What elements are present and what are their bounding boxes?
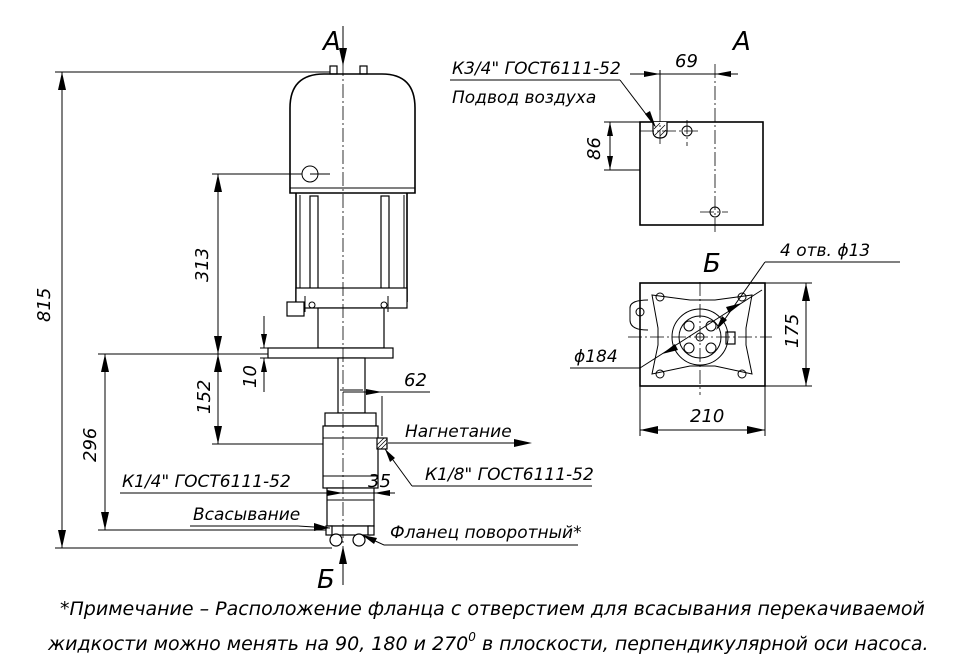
view-a-title: А xyxy=(731,27,751,57)
dim-35: 35 xyxy=(368,471,391,492)
dim-62: 62 xyxy=(404,370,427,391)
view-a-plan: А 69 86 К3/4" ГОСТ6111-52 Подвод воз xyxy=(450,27,764,232)
dim-phi184: ϕ184 xyxy=(574,347,618,367)
note-line-2: жидкости можно менять на 90, 180 и 2700 … xyxy=(47,630,929,655)
dim-296: 296 xyxy=(80,428,101,462)
suction-thread-label: К1/4" ГОСТ6111-52 xyxy=(122,472,291,492)
dim-69: 69 xyxy=(675,51,698,72)
flange-label: Фланец поворотный* xyxy=(390,523,582,543)
note-block: *Примечание – Расположение фланца с отве… xyxy=(47,598,929,655)
air-supply-label: Подвод воздуха xyxy=(452,88,596,108)
front-dimensions: 815 313 152 10 296 62 xyxy=(34,71,430,549)
dim-10: 10 xyxy=(240,365,261,388)
note-line-2-end: в плоскости, перпендикулярной оси насоса… xyxy=(476,633,929,655)
dim-313: 313 xyxy=(192,248,213,282)
holes-label: 4 отв. ϕ13 xyxy=(780,241,870,261)
pump-front-view xyxy=(267,62,416,565)
section-b-label: Б xyxy=(317,565,335,595)
dim-total-height: 815 xyxy=(34,288,55,322)
note-line-1: *Примечание – Расположение фланца с отве… xyxy=(60,598,925,620)
note-degree: 0 xyxy=(468,630,476,644)
dim-210: 210 xyxy=(690,406,724,427)
suction-label: Всасывание xyxy=(193,505,300,525)
section-a-label: А xyxy=(321,27,341,57)
front-labels: Нагнетание К1/8" ГОСТ6111-52 К1/4" ГОСТ6… xyxy=(120,422,594,546)
view-b-title: Б xyxy=(703,249,721,279)
discharge-label: Нагнетание xyxy=(405,422,512,442)
view-b-base: Б 4 отв. ϕ13 ϕ184 xyxy=(570,241,900,436)
discharge-thread-label: К1/8" ГОСТ6111-52 xyxy=(425,465,594,485)
note-line-2-main: жидкости можно менять на 90, 180 и 270 xyxy=(47,633,468,655)
air-thread-label: К3/4" ГОСТ6111-52 xyxy=(452,59,621,79)
dim-152: 152 xyxy=(194,380,215,414)
section-markers-front: А Б xyxy=(317,26,347,595)
dim-86: 86 xyxy=(584,137,605,160)
dim-175: 175 xyxy=(782,314,803,348)
